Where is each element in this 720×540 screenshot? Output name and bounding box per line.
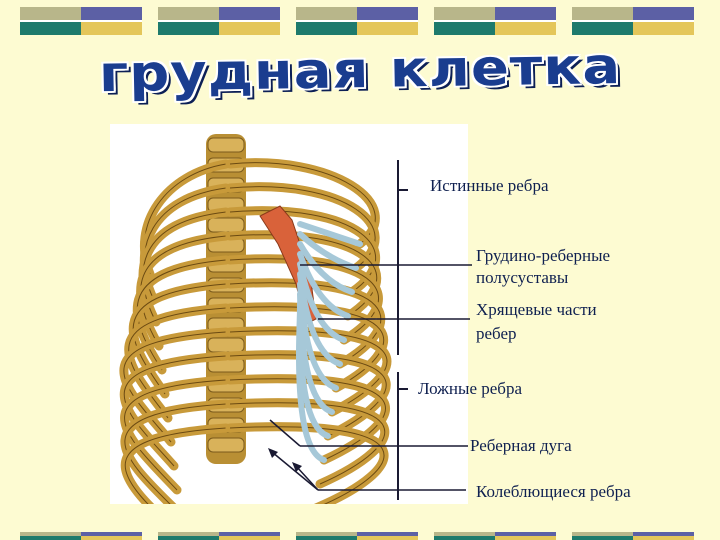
rib-outline <box>124 403 227 515</box>
band-segment <box>572 7 694 35</box>
rib-outline <box>132 283 227 395</box>
band-segment <box>434 7 556 35</box>
vertebra <box>207 437 245 453</box>
rib-outline <box>128 307 227 419</box>
cartilage-strip <box>297 231 359 271</box>
label-cartilage-line2: ребер <box>476 324 517 343</box>
label-floating-ribs: Колеблющиеся ребра <box>476 482 631 501</box>
band-segment <box>20 532 142 540</box>
top-decorative-band <box>0 7 720 35</box>
rib-outline <box>229 306 385 389</box>
label-sternocostal-line1: Грудино-реберные <box>476 246 611 265</box>
band-segment <box>296 532 418 540</box>
band-segment <box>20 7 142 35</box>
rib-outline <box>229 426 385 509</box>
cartilage-strip <box>297 241 355 295</box>
rib-outline <box>229 402 386 485</box>
label-cartilage-line1: Хрящевые части <box>476 300 597 319</box>
rib-outline <box>123 355 227 467</box>
rib-outline <box>123 331 227 443</box>
band-segment <box>296 7 418 35</box>
band-segment <box>158 532 280 540</box>
bottom-decorative-band <box>0 532 720 540</box>
label-false-ribs: Ложные ребра <box>418 379 522 398</box>
rib-outline <box>229 258 379 341</box>
rib-outline <box>124 379 227 491</box>
vertebra <box>207 137 245 153</box>
label-costal-arch: Реберная дуга <box>470 436 572 455</box>
costal-cartilage <box>296 221 363 463</box>
cartilage-strip <box>297 221 363 247</box>
band-segment <box>434 532 556 540</box>
rib-outline <box>229 282 382 365</box>
cartilage-strip <box>296 311 327 463</box>
label-true-ribs: Истинные ребра <box>430 176 549 195</box>
band-segment <box>572 532 694 540</box>
band-segment <box>158 7 280 35</box>
rib-outline <box>136 259 227 371</box>
label-sternocostal-line2: полусуставы <box>476 268 569 287</box>
cartilage-strip <box>297 251 351 319</box>
